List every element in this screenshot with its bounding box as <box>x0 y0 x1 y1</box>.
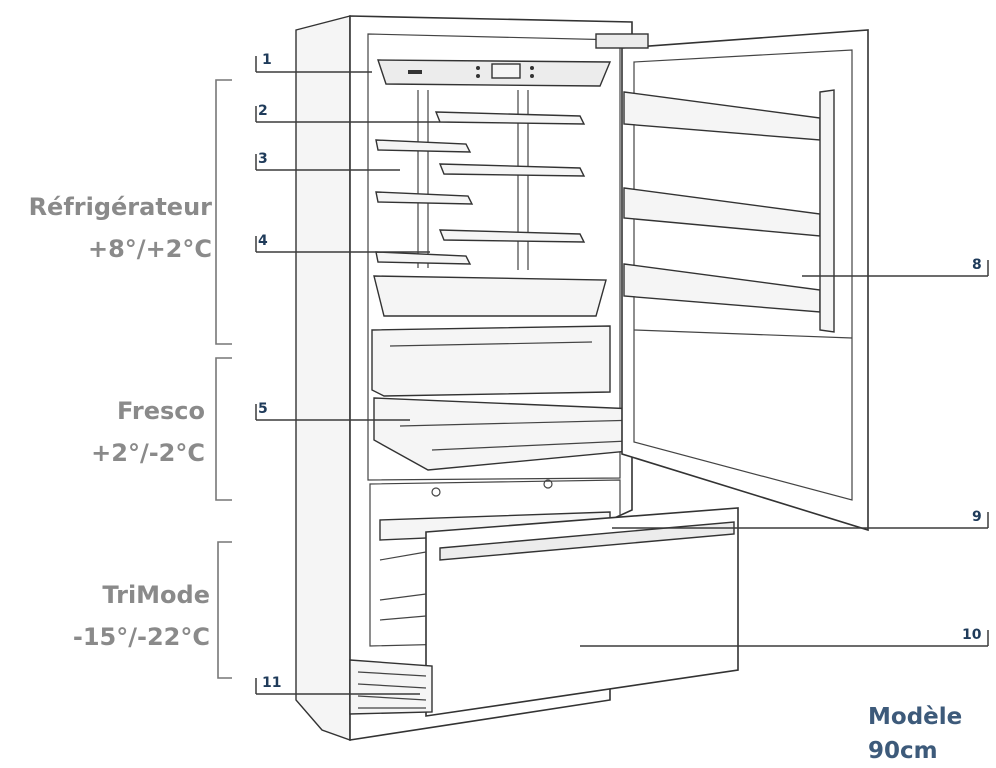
callout-number-11: 11 <box>262 675 281 691</box>
glass-shelf <box>374 276 606 316</box>
callout-number-1: 1 <box>262 52 272 68</box>
bracket-trimode <box>218 542 232 678</box>
control-led <box>408 70 422 74</box>
door-bin-guard <box>820 90 834 332</box>
door-hinge <box>596 34 648 48</box>
control-dot <box>530 66 534 70</box>
callout-number-9: 9 <box>972 509 982 525</box>
control-dot <box>476 66 480 70</box>
callout-number-10: 10 <box>962 627 982 643</box>
vent-grille <box>350 660 432 714</box>
callout-number-4: 4 <box>258 233 268 249</box>
cabinet-side-panel <box>296 16 350 740</box>
bracket-refrigerator <box>216 80 232 344</box>
callout-number-5: 5 <box>258 401 268 417</box>
control-dot <box>476 74 480 78</box>
crisper-drawer <box>372 326 610 396</box>
control-display <box>492 64 520 78</box>
callout-number-8: 8 <box>972 257 982 273</box>
bracket-fresco <box>216 358 232 500</box>
callout-number-3: 3 <box>258 151 268 167</box>
callout-number-2: 2 <box>258 103 268 119</box>
control-dot <box>530 74 534 78</box>
